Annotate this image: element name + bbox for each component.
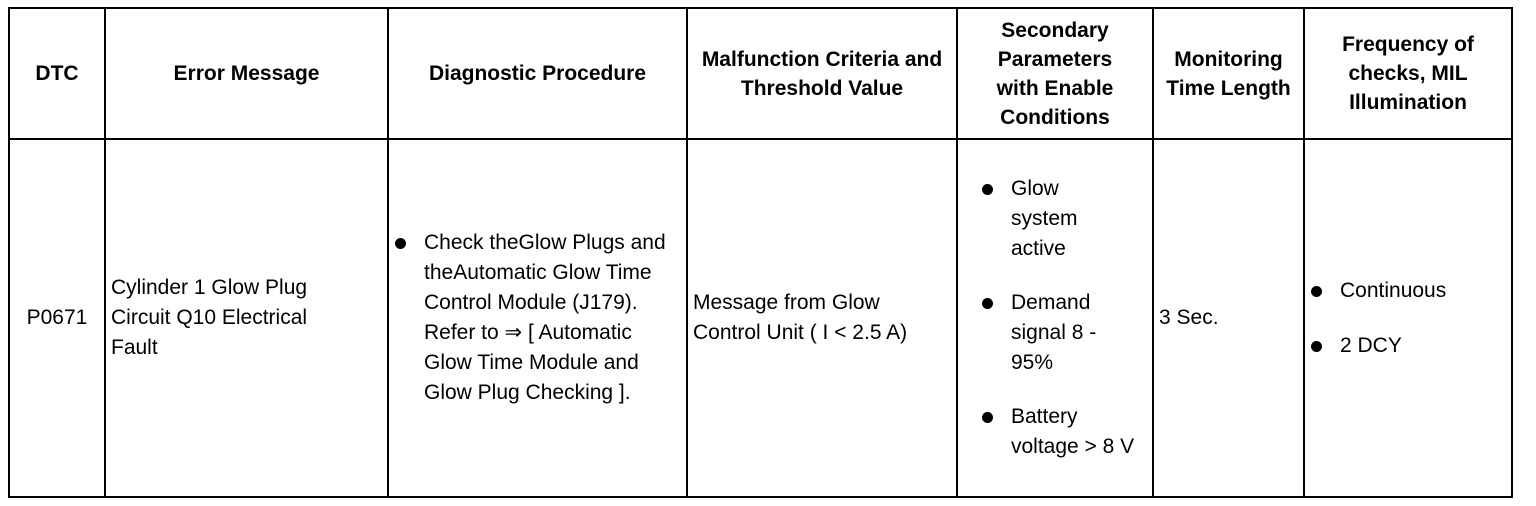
cell-frequency: Continuous 2 DCY — [1303, 138, 1513, 498]
cell-error-message: Cylinder 1 Glow Plug Circuit Q10 Electri… — [104, 138, 389, 498]
list-item: Demand signal 8 - 95% — [981, 288, 1142, 378]
header-frequency: Frequency of checks, MIL Illumination — [1303, 7, 1513, 140]
header-monitoring-time: Monitoring Time Length — [1152, 7, 1305, 140]
header-secondary-parameters: Secondary Parameters with Enable Conditi… — [956, 7, 1154, 140]
cell-monitoring-time: 3 Sec. — [1152, 138, 1305, 498]
table-row: P0671 Cylinder 1 Glow Plug Circuit Q10 E… — [8, 138, 1513, 498]
header-malfunction-criteria: Malfunction Criteria and Threshold Value — [686, 7, 958, 140]
cell-dtc: P0671 — [8, 138, 106, 498]
list-item: Battery voltage > 8 V — [981, 402, 1142, 462]
header-error-message: Error Message — [104, 7, 389, 140]
list-item: Glow system active — [981, 174, 1142, 264]
list-item: Check theGlow Plugs and theAutomatic Glo… — [394, 228, 681, 408]
list-item: Continuous — [1310, 276, 1506, 306]
dtc-table: DTC Error Message Diagnostic Procedure M… — [8, 7, 1513, 498]
cell-diagnostic-procedure: Check theGlow Plugs and theAutomatic Glo… — [387, 138, 688, 498]
cell-malfunction-criteria: Message from Glow Control Unit ( I < 2.5… — [686, 138, 958, 498]
header-row: DTC Error Message Diagnostic Procedure M… — [8, 7, 1513, 140]
list-item: 2 DCY — [1310, 331, 1506, 361]
header-diagnostic-procedure: Diagnostic Procedure — [387, 7, 688, 140]
cell-secondary-parameters: Glow system active Demand signal 8 - 95%… — [956, 138, 1154, 498]
header-dtc: DTC — [8, 7, 106, 140]
